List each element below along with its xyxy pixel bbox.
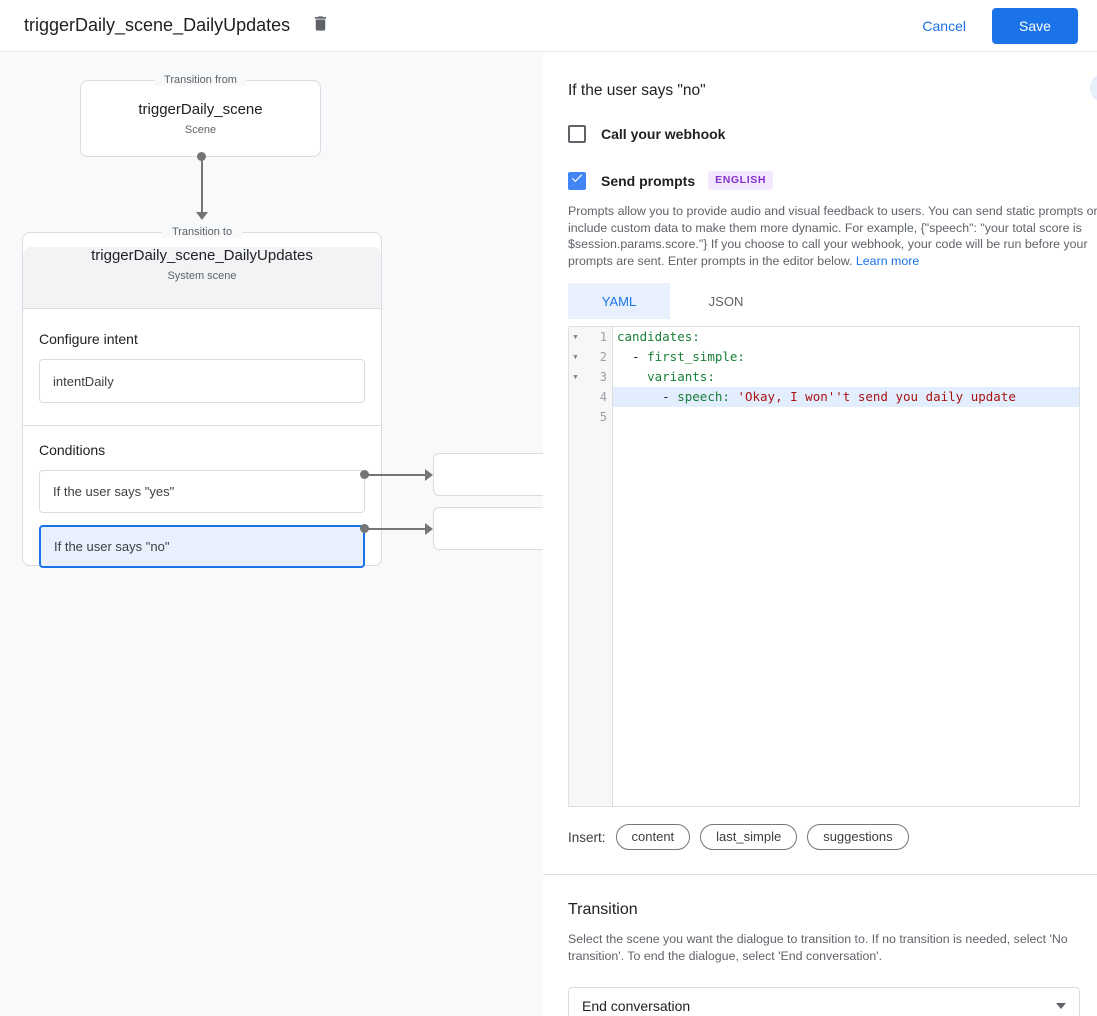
transition-description: Select the scene you want the dialogue t… [568,932,1068,963]
from-scene-title: triggerDaily_scene [138,101,263,118]
transition-dropdown[interactable]: End conversation [568,986,1080,1016]
code-text[interactable]: - speech: 'Okay, I won''t send you daily… [613,387,1079,408]
page-title: triggerDaily_scene_DailyUpdates [24,15,291,35]
code-line[interactable]: ▼ 2 - first_simple: [569,347,1079,367]
linked-scene-stub[interactable] [433,507,543,550]
condition-no-card[interactable]: If the user says "no" [39,525,365,568]
code-editor[interactable]: ▼ 1 candidates: ▼ 2 - first_simple: ▼ 3 varian… [568,326,1080,808]
panel-divider [543,874,1097,876]
fold-arrow-icon[interactable]: ▼ [573,373,578,382]
checkmark-icon [570,171,584,190]
linked-scene-stub[interactable] [433,453,543,496]
line-number: 2 [599,350,607,365]
prompts-description: Prompts allow you to provide audio and v… [568,204,1097,268]
arrow-right-icon [425,523,433,535]
arrow-down-icon [196,212,208,220]
tab-json[interactable]: JSON [708,293,744,309]
insert-toolbar: Insert: content last_simple suggestions [568,824,1097,851]
from-scene-subtitle: Scene [184,124,217,136]
webhook-label: Call your webhook [601,126,726,142]
cancel-button[interactable]: Cancel [922,18,966,34]
editor-gutter [569,327,613,807]
intent-card[interactable]: intentDaily [39,359,365,403]
code-line[interactable]: ▼ 3 variants: [569,367,1079,387]
editor-tabs: YAML JSON [568,283,1097,320]
transition-heading: Transition [568,901,638,919]
send-prompts-label: Send prompts [601,172,696,189]
connector-dot [360,524,369,533]
learn-more-link[interactable]: Learn more [855,253,920,268]
code-text[interactable] [613,407,1079,427]
configure-intent-label: Configure intent [39,331,138,347]
scene-flow-canvas: Transition from triggerDaily_scene Scene… [0,52,543,1016]
language-badge: ENGLISH [708,171,773,190]
insert-label: Insert: [568,829,606,845]
arrow-right-icon [425,469,433,481]
transition-from-legend: Transition from [154,74,247,86]
transition-dropdown-value: End conversation [582,997,691,1014]
trash-icon [311,14,330,38]
caret-down-icon [1056,1002,1066,1009]
insert-chip-suggestions[interactable]: suggestions [807,824,909,851]
save-button[interactable]: Save [992,8,1078,44]
code-text[interactable]: - first_simple: [617,349,745,365]
fold-arrow-icon[interactable]: ▼ [573,353,578,362]
webhook-checkbox[interactable] [568,125,586,143]
transition-to-node: Transition to triggerDaily_scene_DailyUp… [22,226,382,568]
transition-from-node[interactable]: Transition from triggerDaily_scene Scene [80,74,321,157]
condition-detail-panel: If the user says "no" Call your webhook … [543,52,1097,1016]
connector-dot [360,470,369,479]
section-divider [23,425,381,426]
conditions-label: Conditions [39,442,106,458]
delete-button[interactable] [306,12,334,40]
to-scene-title: triggerDaily_scene_DailyUpdates [91,247,313,264]
code-text[interactable]: candidates: [617,329,700,345]
connector-line [366,528,428,530]
insert-chip-content[interactable]: content [615,824,691,851]
tab-yaml[interactable]: YAML [568,283,670,320]
line-number: 1 [599,330,607,345]
transition-to-legend: Transition to [161,226,243,238]
code-line[interactable]: ▼ 1 candidates: [569,327,1079,347]
scene-header[interactable]: triggerDaily_scene_DailyUpdates System s… [23,247,381,309]
collapse-panel-button[interactable] [1090,73,1097,103]
fold-arrow-icon[interactable]: ▼ [573,333,578,342]
code-line[interactable]: 5 [569,407,1079,427]
condition-yes-card[interactable]: If the user says "yes" [39,470,365,513]
line-number: 5 [599,410,607,425]
send-prompts-checkbox[interactable] [568,171,586,190]
top-bar: triggerDaily_scene_DailyUpdates Cancel S… [0,0,1097,52]
line-number: 3 [599,370,607,385]
code-line[interactable]: 4 - speech: 'Okay, I won''t send you dai… [569,387,1079,408]
editor-rows: ▼ 1 candidates: ▼ 2 - first_simple: ▼ 3 varian… [569,327,1079,427]
connector-line [201,156,203,213]
code-text[interactable]: variants: [647,369,715,385]
connector-line [366,474,428,476]
condition-heading: If the user says "no" [568,82,706,99]
insert-chip-last-simple[interactable]: last_simple [700,824,798,851]
to-scene-subtitle: System scene [167,270,237,282]
line-number: 4 [599,390,607,405]
